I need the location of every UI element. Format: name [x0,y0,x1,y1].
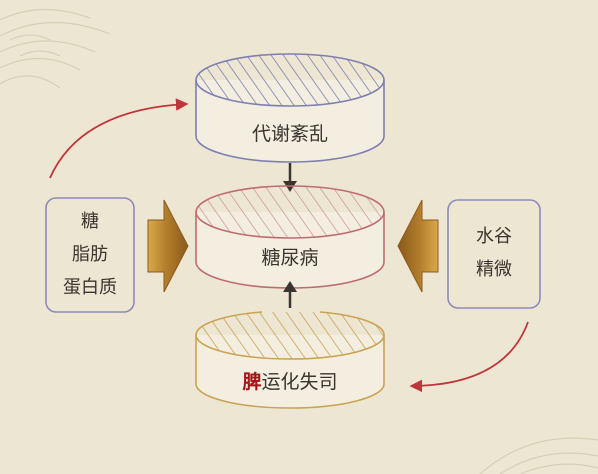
red-arrow-right-to-bottom [409,321,529,393]
gold-arrow-right [147,199,189,293]
top-disc-label: 代谢紊乱 [252,123,328,145]
middle-disc-label: 糖尿病 [261,247,318,269]
bottom-disc-label-rest: 运化失司 [262,371,338,393]
up-arrow [283,281,297,308]
right-box-line-2: 精微 [476,259,512,280]
gold-arrow-left [397,199,439,293]
wave-decoration-bottom-right [479,437,598,474]
left-box: 糖 脂肪 蛋白质 [45,197,135,313]
right-box-line-1: 水谷 [476,226,512,247]
left-box-line-2: 脂肪 [72,244,108,265]
left-box-line-3: 蛋白质 [63,277,117,298]
right-box: 水谷 精微 [447,199,541,309]
red-arrow-left-to-top [49,98,189,179]
bottom-disc: 脾运化失司 [195,311,385,409]
spleen-highlight: 脾 [241,370,261,393]
left-box-line-1: 糖 [81,211,99,232]
top-disc: 代谢紊乱 [195,53,385,163]
bottom-disc-label: 脾运化失司 [241,370,337,393]
wave-decoration-top-left [0,8,111,89]
middle-disc: 糖尿病 [195,185,385,289]
